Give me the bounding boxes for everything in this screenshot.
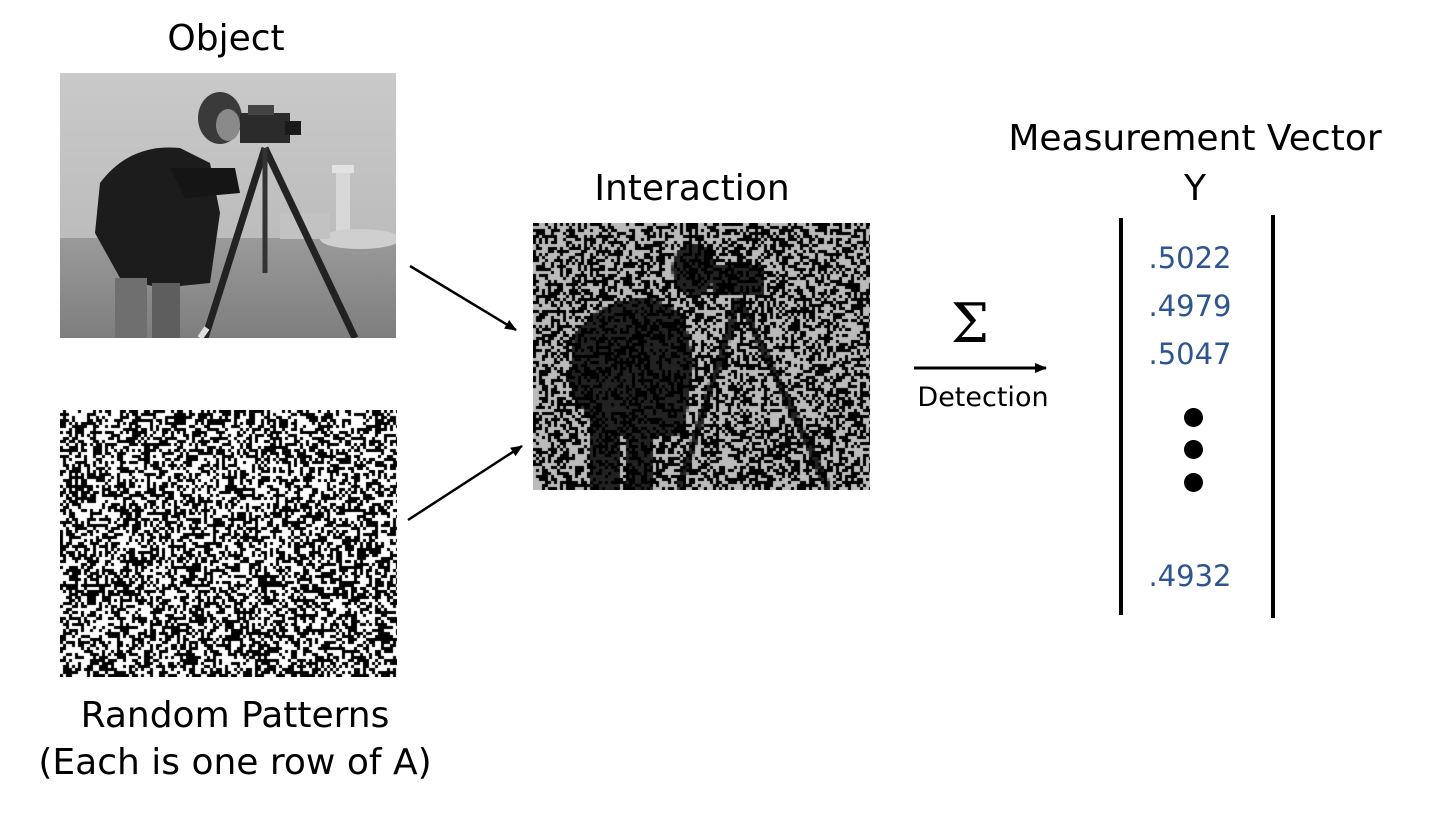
vector-value-3: .5047 — [1148, 337, 1232, 371]
vector-value-1: .5022 — [1148, 241, 1232, 275]
vector-value-last: .4932 — [1148, 559, 1232, 593]
measurement-title-y: Y — [1184, 168, 1206, 209]
ellipsis-dot-1 — [1184, 408, 1203, 427]
measurement-title: Measurement Vector — [1008, 118, 1382, 159]
random-pattern-image — [60, 410, 397, 677]
detection-label: Detection — [917, 382, 1049, 413]
interaction-image — [533, 223, 870, 490]
object-image — [60, 73, 396, 338]
vector-value-2: .4979 — [1148, 289, 1232, 323]
object-title: Object — [167, 18, 285, 59]
sigma-symbol: Σ — [950, 292, 990, 355]
patterns-title: Random Patterns — [80, 695, 390, 736]
ellipsis-dot-2 — [1184, 440, 1203, 459]
ellipsis-dot-3 — [1184, 473, 1203, 492]
patterns-subtitle: (Each is one row of A) — [38, 742, 432, 783]
object-to-interaction-arrow — [409, 264, 517, 332]
patterns-to-interaction-arrow — [407, 444, 523, 522]
interaction-title: Interaction — [594, 168, 790, 209]
